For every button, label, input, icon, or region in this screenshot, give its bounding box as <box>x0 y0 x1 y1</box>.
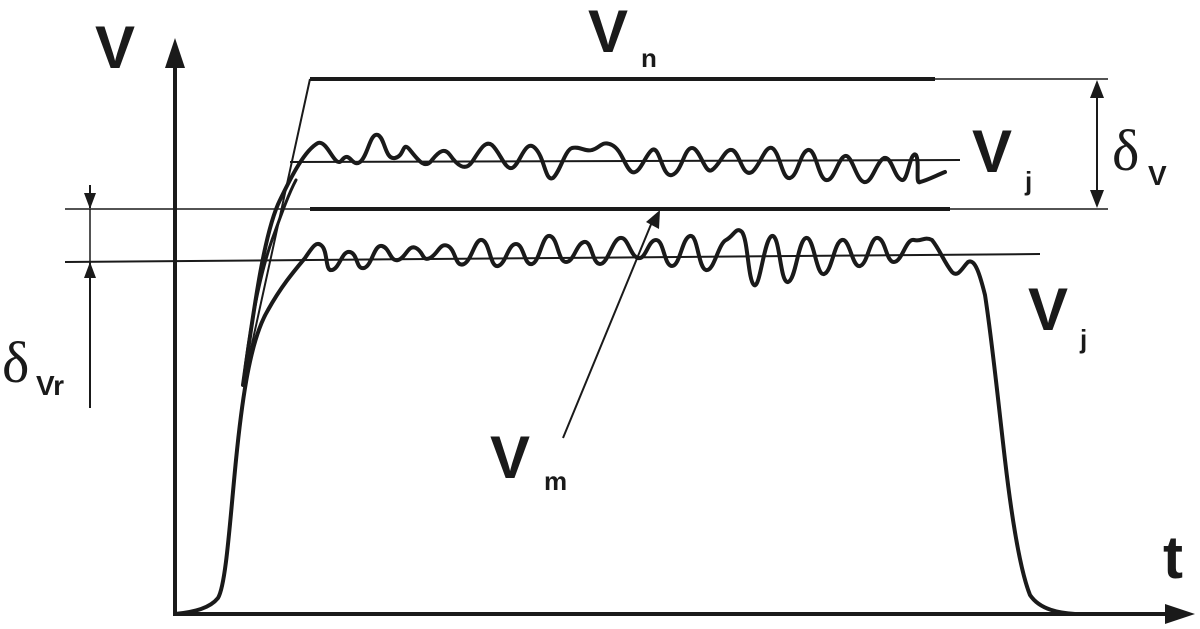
vj-upper-label-sub: j <box>1024 166 1032 196</box>
x-axis-arrow <box>1165 604 1195 624</box>
mean-lines <box>64 159 1108 263</box>
vn-ramp <box>242 78 311 386</box>
x-axis-label: t <box>1163 524 1183 591</box>
vn-label: V <box>588 0 628 65</box>
delta-vr-arrow-top <box>84 193 96 209</box>
delta-v-arrow-top <box>1090 80 1104 98</box>
y-axis-label: V <box>95 14 135 81</box>
delta-v-symbol: δ <box>1112 118 1139 183</box>
vj-upper-label: V <box>972 118 1012 185</box>
nominal-velocity-line <box>242 77 1108 386</box>
vj-lower-label: V <box>1028 276 1068 343</box>
vm-leader-line <box>562 221 653 439</box>
delta-v-sub: V <box>1148 160 1167 191</box>
vj-lower-curve <box>173 228 1077 616</box>
delta-v-arrow-bottom <box>1090 190 1104 208</box>
delta-vr-sub: Vr <box>36 370 64 401</box>
delta-vr-symbol: δ <box>2 330 29 395</box>
delta-v-dimension <box>1090 80 1104 208</box>
vj-upper-curve <box>241 132 947 387</box>
vm-leader-arrowhead <box>646 210 660 229</box>
vn-label-sub: n <box>641 43 657 73</box>
axes <box>165 38 1195 624</box>
delta-vr-dimension <box>84 185 96 408</box>
vj-upper-ramp <box>241 178 298 387</box>
vm-label: V <box>490 424 530 491</box>
y-axis-arrow <box>165 38 185 68</box>
vj-lower-label-sub: j <box>1079 324 1087 354</box>
vm-leader <box>562 210 660 439</box>
vj-lower-mean-line <box>64 253 1041 263</box>
vm-label-sub: m <box>544 466 567 496</box>
